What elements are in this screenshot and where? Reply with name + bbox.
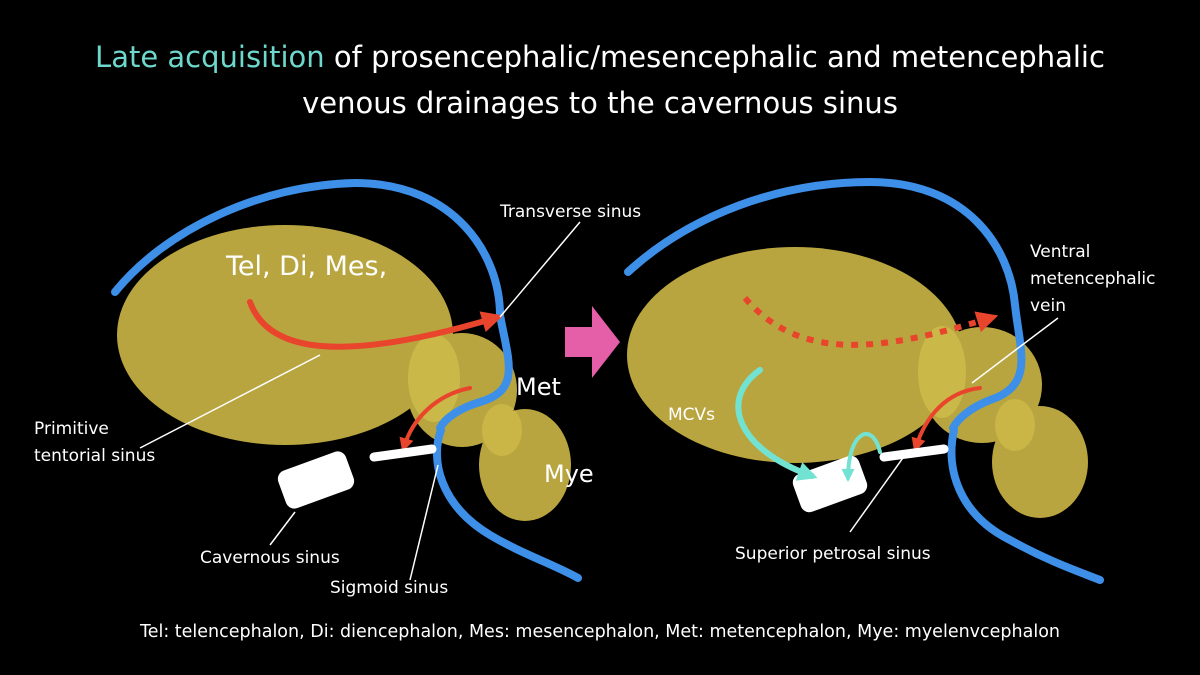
leader-superior-petrosal-sinus	[849, 454, 906, 533]
leader-primitive-tentorial-sinus	[139, 354, 321, 449]
cavernous-sinus-left	[277, 451, 355, 509]
right-panel: Ventral metencephalic vein MCVs Superior…	[624, 177, 1156, 584]
label-tel-di-mes: Tel, Di, Mes,	[225, 251, 387, 282]
regressed-tentorial-sinus-dotted	[742, 296, 999, 348]
overlap-highlight-right-2	[995, 399, 1035, 451]
label-transverse-sinus: Transverse sinus	[499, 202, 641, 222]
label-ventral-line3: vein	[1030, 296, 1066, 316]
transition-arrow	[565, 306, 620, 378]
leader-sigmoid-sinus	[409, 464, 439, 581]
transverse-sinus-left	[111, 178, 513, 432]
leader-ventral-metencephalic-vein	[971, 317, 1059, 384]
metencephalic-drainage-arrow-left	[399, 386, 472, 453]
label-primitive-line2: tentorial sinus	[34, 446, 155, 466]
superior-petrosal-sinus-left	[369, 444, 437, 462]
mcvs-arrow	[735, 367, 818, 481]
label-superior-petrosal-sinus: Superior petrosal sinus	[735, 544, 931, 564]
primitive-tentorial-sinus-arrow	[247, 299, 504, 350]
label-sigmoid-sinus: Sigmoid sinus	[330, 578, 448, 598]
left-panel: Tel, Di, Mes, Met Mye Transverse sinus P…	[34, 178, 641, 598]
sigmoid-sinus-left	[432, 426, 582, 582]
label-met-left: Met	[516, 373, 561, 401]
label-ventral-line2: metencephalic	[1030, 269, 1156, 289]
title-line1-rest: of prosencephalic/mesencephalic and mete…	[324, 40, 1105, 74]
label-ventral-line1: Ventral	[1030, 242, 1090, 262]
title-highlight: Late acquisition	[95, 40, 325, 74]
label-mye-left: Mye	[544, 460, 594, 488]
superior-petrosal-sinus-right	[879, 444, 949, 462]
overlap-highlight-left-1	[408, 334, 460, 422]
abbreviation-footnote: Tel: telencephalon, Di: diencephalon, Me…	[139, 622, 1060, 642]
title-line2: venous drainages to the cavernous sinus	[302, 86, 898, 120]
petrosal-to-cavernous-arrow	[841, 432, 882, 482]
sigmoid-sinus-right	[947, 426, 1104, 584]
label-mcvs: MCVs	[668, 405, 715, 425]
leader-cavernous-sinus	[269, 511, 296, 546]
leader-transverse-sinus	[499, 221, 581, 318]
transverse-sinus-right	[624, 177, 1026, 432]
label-cavernous-sinus: Cavernous sinus	[200, 548, 340, 568]
label-primitive-line1: Primitive	[34, 419, 109, 439]
forebrain-region-right	[627, 247, 963, 463]
ventral-metencephalic-vein-arrow	[911, 386, 982, 453]
diagram-title: Late acquisition of prosencephalic/mesen…	[0, 34, 1200, 126]
overlap-highlight-left-2	[482, 404, 522, 456]
